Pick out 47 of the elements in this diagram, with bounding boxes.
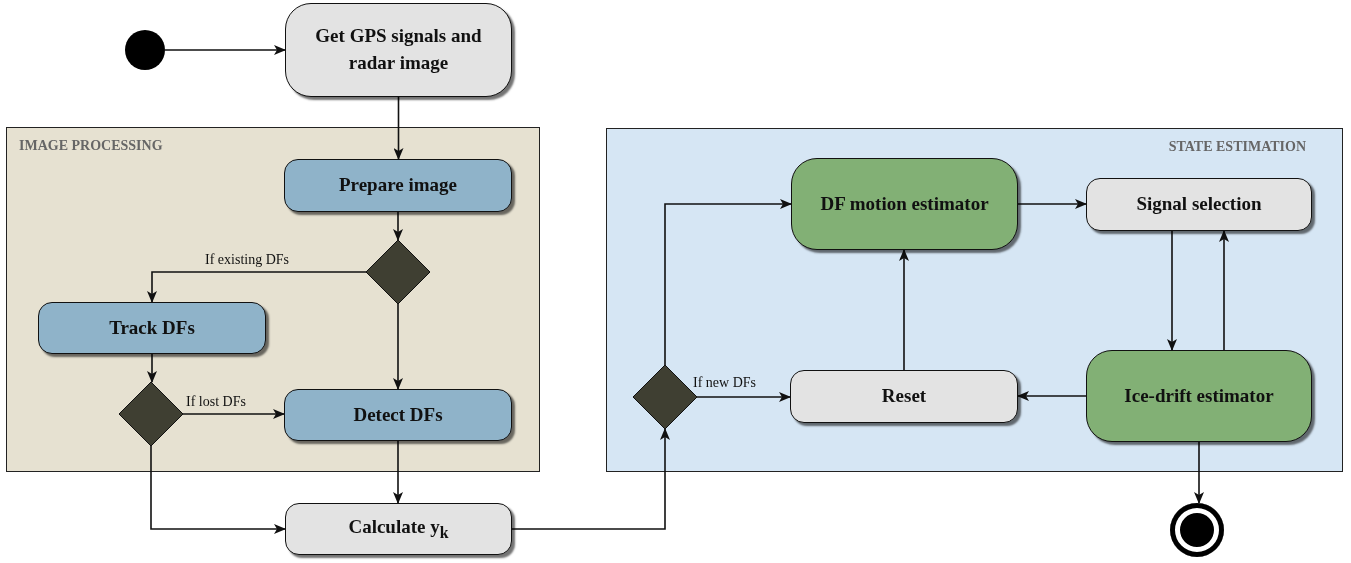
arrow (393, 96, 404, 160)
box-text: Ice-drift estimator (1124, 383, 1274, 408)
box-text: Track DFs (109, 315, 195, 340)
arrow (696, 392, 791, 402)
arrow (393, 211, 403, 241)
edge-label: If lost DFs (186, 394, 246, 410)
arrow (511, 428, 670, 530)
edge-label: If new DFs (693, 375, 756, 391)
end-circle (1170, 503, 1224, 557)
group-panel (6, 127, 540, 472)
arrow (664, 199, 792, 366)
box-text: Detect DFs (353, 402, 443, 427)
group-title: STATE ESTIMATION (1168, 139, 1306, 155)
box-text: Get GPS signals and radar image (314, 24, 483, 75)
process-box (284, 389, 512, 441)
start-circle (125, 30, 165, 70)
edge-label: If existing DFs (205, 252, 289, 268)
box-text: Signal selection (1136, 192, 1262, 217)
box-text: Reset (881, 384, 927, 409)
arrow (1167, 230, 1177, 351)
box-text: Calculate y$_{k}$ (348, 515, 449, 543)
arrow (147, 353, 157, 383)
process-box (790, 370, 1018, 423)
process-box (285, 503, 512, 555)
arrow (1219, 230, 1229, 351)
arrow (164, 45, 286, 55)
process-box (285, 3, 512, 97)
group-title: IMAGE PROCESSING (19, 138, 163, 154)
arrow (393, 440, 403, 504)
arrow (150, 445, 286, 534)
arrow (1017, 199, 1087, 209)
box-text: DF motion estimator (820, 191, 989, 216)
arrow (147, 271, 367, 303)
arrow (899, 249, 909, 371)
decision-diamond (119, 382, 183, 446)
box-text: Prepare image (339, 173, 457, 198)
arrow (393, 303, 403, 390)
process-box (791, 158, 1018, 250)
decision-diamond (366, 240, 430, 304)
process-box (1086, 350, 1312, 442)
arrow (1194, 441, 1204, 504)
arrow (1017, 391, 1087, 401)
process-box (38, 302, 266, 354)
arrow (182, 409, 285, 419)
process-box (284, 159, 512, 212)
process-box (1086, 178, 1312, 231)
group-panel (606, 128, 1343, 472)
